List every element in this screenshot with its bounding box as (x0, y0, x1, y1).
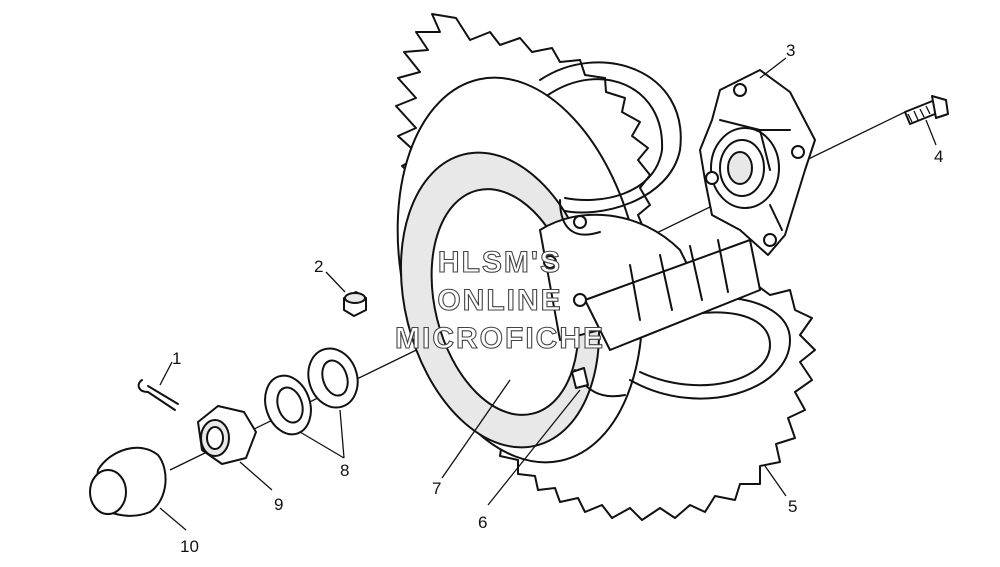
callout-2: 2 (314, 257, 323, 276)
washer-part-8a (264, 374, 312, 436)
callout-6: 6 (478, 513, 487, 532)
callout-3: 3 (786, 41, 795, 60)
leader-lines (159, 57, 937, 531)
cotter-pin-part-1 (137, 379, 179, 411)
watermark-line-3: MICROFICHE (395, 322, 605, 355)
callout-9: 9 (274, 495, 283, 514)
callout-8: 8 (340, 461, 349, 480)
washer-part-8b (307, 347, 359, 409)
castle-nut-part-9 (197, 405, 257, 465)
bolt-part-4 (904, 95, 949, 125)
lug-nut-part-2 (343, 291, 367, 317)
hub-part-3 (699, 69, 816, 256)
callout-10: 10 (180, 537, 199, 556)
hub-cap-part-10 (89, 446, 167, 517)
rim-part-7 (399, 151, 761, 449)
callout-1: 1 (172, 349, 181, 368)
valve-stem-part-6 (571, 367, 589, 389)
callout-5: 5 (788, 497, 797, 516)
watermark-line-2: ONLINE (437, 284, 562, 317)
watermark-line-1: HLSM'S (438, 246, 562, 279)
callout-7: 7 (432, 479, 441, 498)
callout-4: 4 (934, 147, 943, 166)
